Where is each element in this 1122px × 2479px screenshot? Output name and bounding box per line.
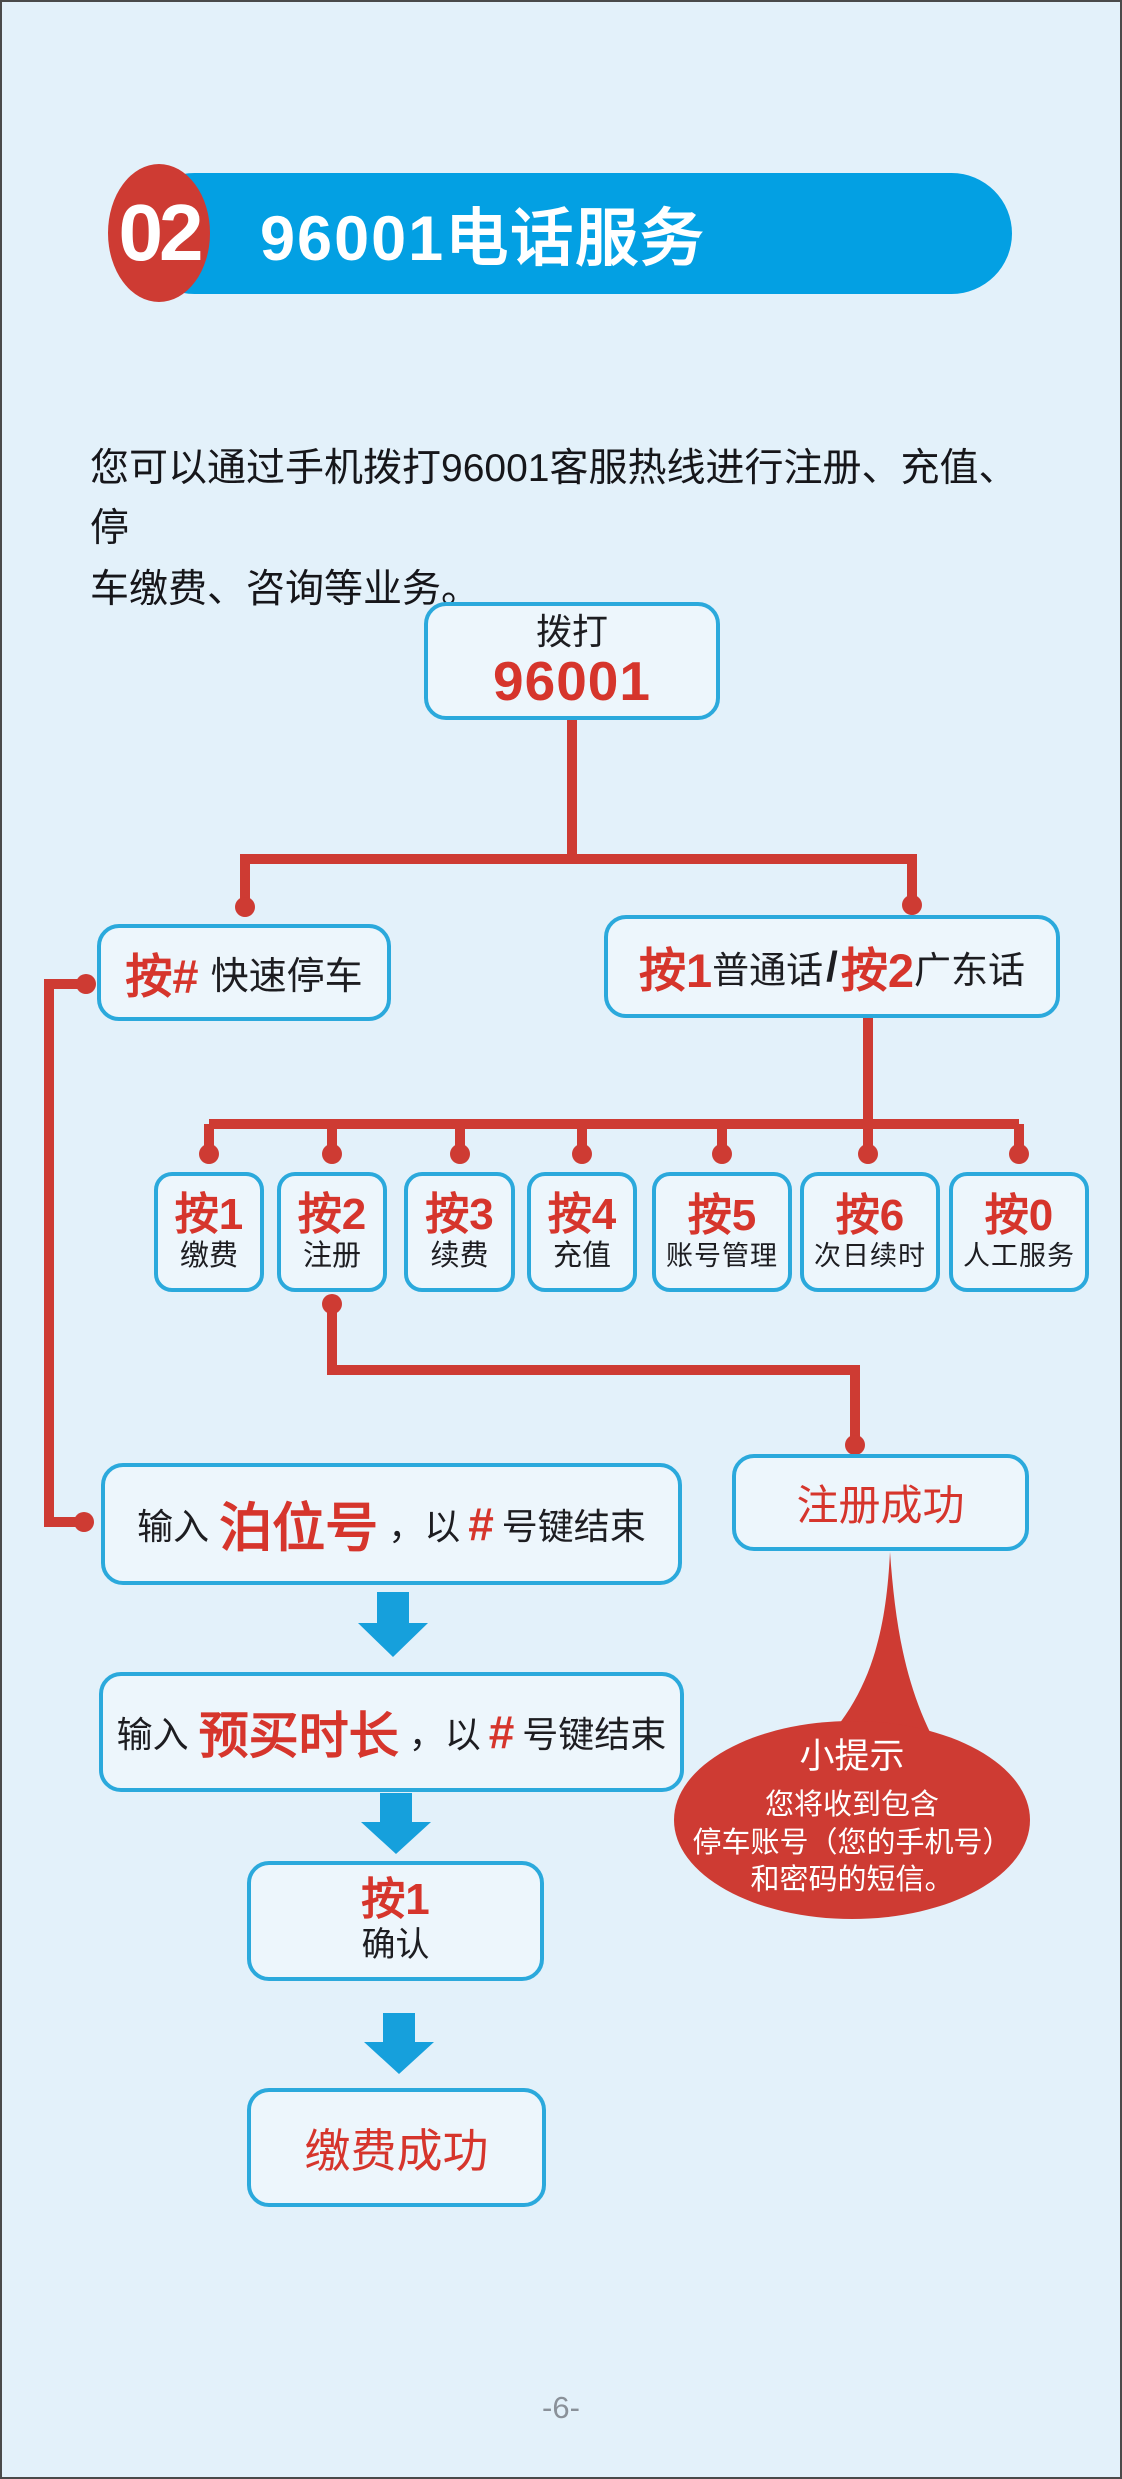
intro-paragraph: 您可以通过手机拨打96001客服热线进行注册、充值、停 车缴费、咨询等业务。 <box>90 439 1050 620</box>
menu-box-register: 按2 注册 <box>277 1172 387 1292</box>
dial-label: 拨打 <box>535 611 608 653</box>
speech-bubble-tail <box>806 1552 952 1771</box>
section-title: 96001电话服务 <box>260 204 706 274</box>
menu-box-account: 按5 账号管理 <box>652 1172 792 1292</box>
dial-number: 96001 <box>493 649 651 712</box>
tip-line-2: 停车账号（您的手机号） <box>692 1826 1012 1859</box>
quick-park-box: 按# 快速停车 <box>97 924 391 1021</box>
page-number: -6- <box>542 2390 580 2425</box>
section-number-badge: 02 <box>108 164 210 302</box>
section-number: 02 <box>118 188 204 277</box>
register-success-box: 注册成功 <box>732 1454 1029 1551</box>
duration-suffix: 号键结束 <box>522 1714 667 1755</box>
section-banner: 96001电话服务 <box>134 173 1012 294</box>
berth-highlight: 泊位号 <box>219 1499 379 1558</box>
menu-label: 账号管理 <box>666 1240 778 1271</box>
berth-prefix: 输入 <box>137 1506 210 1547</box>
language-separator: / <box>826 942 838 990</box>
duration-mid: ，以 <box>408 1714 481 1755</box>
menu-box-renew: 按3 续费 <box>404 1172 515 1292</box>
menu-key: 按3 <box>425 1190 494 1240</box>
tip-line-1: 您将收到包含 <box>764 1789 939 1821</box>
menu-key: 按0 <box>984 1191 1054 1241</box>
confirm-box: 按1 确认 <box>247 1861 544 1981</box>
menu-key: 按5 <box>687 1191 757 1241</box>
speech-bubble <box>674 1721 1030 1919</box>
down-arrow-icon <box>358 1592 428 1657</box>
duration-highlight: 预买时长 <box>198 1708 399 1764</box>
menu-label: 缴费 <box>179 1239 238 1272</box>
menu-label: 次日续时 <box>814 1240 926 1271</box>
language-box: 按1 普通话 / 按2 广东话 <box>604 915 1060 1018</box>
berth-suffix: 号键结束 <box>501 1506 646 1547</box>
intro-line-2: 车缴费、咨询等业务。 <box>90 567 481 611</box>
menu-box-pay: 按1 缴费 <box>154 1172 264 1292</box>
menu-label: 充值 <box>552 1239 611 1272</box>
tip-bubble: 小提示 您将收到包含 停车账号（您的手机号） 和密码的短信。 <box>662 1728 1042 1900</box>
tip-line-3: 和密码的短信。 <box>750 1864 954 1897</box>
berth-hash: # <box>468 1498 494 1550</box>
intro-line-1: 您可以通过手机拨打96001客服热线进行注册、充值、停 <box>90 447 1018 551</box>
quick-park-key: 按# <box>125 950 199 1003</box>
language-label-1: 普通话 <box>712 949 824 991</box>
pay-success-box: 缴费成功 <box>247 2088 546 2207</box>
menu-box-recharge: 按4 充值 <box>527 1172 637 1292</box>
berth-input-box: 输入 泊位号 ，以 # 号键结束 <box>101 1463 682 1585</box>
menu-label: 续费 <box>430 1239 489 1272</box>
menu-label: 人工服务 <box>963 1240 1075 1271</box>
confirm-label: 确认 <box>361 1925 430 1964</box>
menu-box-operator: 按0 人工服务 <box>949 1172 1089 1292</box>
berth-mid: ，以 <box>388 1506 461 1547</box>
language-key-2: 按2 <box>840 944 914 997</box>
menu-key: 按2 <box>297 1190 367 1240</box>
menu-key: 按6 <box>835 1191 905 1241</box>
duration-hash: # <box>488 1706 515 1758</box>
menu-box-nextday: 按6 次日续时 <box>800 1172 940 1292</box>
tip-title: 小提示 <box>799 1737 905 1776</box>
duration-prefix: 输入 <box>116 1714 189 1755</box>
language-key-1: 按1 <box>639 944 713 997</box>
duration-input-box: 输入 预买时长 ，以 # 号键结束 <box>99 1672 684 1792</box>
menu-label: 注册 <box>302 1239 361 1272</box>
confirm-key: 按1 <box>361 1875 430 1925</box>
down-arrow-icon <box>361 1793 431 1854</box>
quick-park-label: 快速停车 <box>210 956 363 998</box>
menu-key: 按1 <box>174 1190 244 1240</box>
language-label-2: 广东话 <box>913 949 1025 991</box>
down-arrow-icon <box>364 2013 434 2074</box>
menu-key: 按4 <box>547 1190 617 1240</box>
dial-box: 拨打 96001 <box>424 602 720 720</box>
